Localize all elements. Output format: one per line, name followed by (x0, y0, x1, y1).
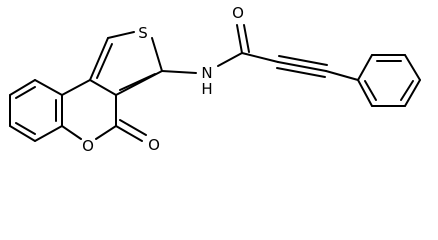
bond (161, 70, 197, 74)
double-bond-inner (15, 122, 36, 135)
bond (241, 52, 279, 63)
double-bond-inner (400, 80, 414, 101)
carbonyl-bond (119, 119, 147, 136)
bond (151, 37, 163, 72)
bond (34, 79, 63, 96)
carbonyl-oxygen-label: O (148, 136, 160, 154)
nitrogen-atom-label: N (201, 64, 212, 82)
bond (107, 31, 135, 39)
structure-svg: S N H O O O (9, 4, 421, 155)
bond (357, 79, 373, 107)
triple-bond (276, 67, 326, 78)
sulfur-atom-label: S (138, 24, 148, 42)
benzo-ring (9, 79, 63, 142)
bond (95, 125, 117, 140)
bond (89, 79, 117, 96)
bond (217, 52, 243, 67)
double-bond-inner (364, 80, 377, 101)
carbonyl-bond (115, 125, 143, 142)
triple-bond (278, 55, 328, 66)
bond (61, 125, 82, 140)
bond (404, 54, 421, 81)
double-bond-inner (119, 73, 156, 91)
amide-chain (161, 24, 359, 81)
triple-bond (277, 61, 327, 72)
amide-oxygen-label: O (232, 4, 244, 22)
ring-oxygen-label: O (82, 137, 94, 155)
bond (404, 79, 421, 107)
double-bond-inner (15, 86, 36, 99)
bond (89, 37, 109, 81)
bond (357, 54, 373, 81)
bond (325, 70, 359, 81)
bond (9, 79, 36, 96)
double-bond-inner (96, 43, 113, 79)
bond (9, 125, 36, 142)
amide-carbonyl-bond (243, 24, 250, 53)
bond (34, 125, 63, 142)
amide-carbonyl-bond (236, 24, 243, 54)
pyranone-ring (61, 79, 147, 142)
phenyl-ring (357, 54, 421, 107)
bond (61, 79, 91, 96)
thiophene-ring (89, 31, 163, 96)
hydrogen-atom-label: H (201, 80, 212, 98)
molecule-diagram: S N H O O O (9, 4, 421, 155)
